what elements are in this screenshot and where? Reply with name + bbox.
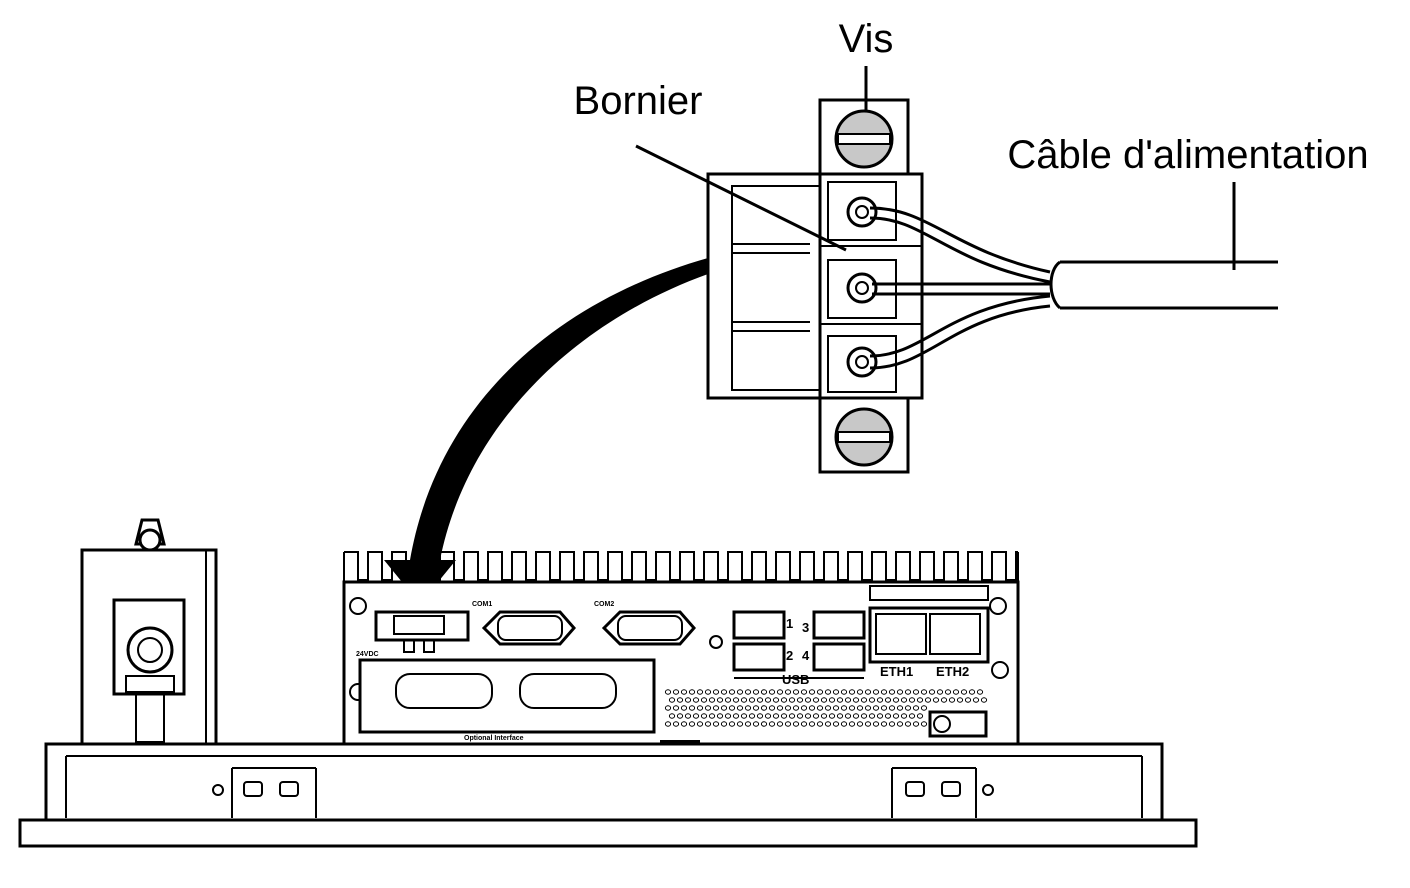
terminal-block (706, 98, 924, 474)
wire-terminals (846, 196, 878, 378)
com2-label: COM2 (594, 601, 614, 608)
com2-port: COM2 (594, 601, 696, 646)
com1-label: COM1 (472, 601, 492, 608)
power-input-label: 24VDC (356, 651, 379, 658)
vent-holes (664, 689, 988, 727)
screw-bottom (834, 407, 894, 467)
eth2-label: ETH2 (936, 664, 969, 679)
screw-top (834, 109, 894, 169)
leader-terminal-block (635, 144, 847, 252)
optional-interface-label: Optional Interface (464, 735, 524, 742)
label-screw: Vis (839, 17, 894, 61)
usb-ports: 1 2 3 4 USB (732, 610, 866, 687)
io-panel: 24VDC COM1 COM2 1 2 3 4 USB (342, 551, 1020, 746)
power-connector: 24VDC (356, 610, 470, 658)
usb-port-3: 3 (802, 620, 809, 635)
ground-terminal (928, 710, 988, 738)
com1-port: COM1 (472, 601, 576, 646)
device-bezel (18, 742, 1198, 848)
usb-port-4: 4 (802, 648, 810, 663)
power-cable (869, 206, 1278, 370)
usb-label: USB (782, 672, 809, 687)
label-power-cable: Câble d'alimentation (1007, 133, 1368, 177)
label-terminal-block: Bornier (574, 79, 703, 123)
usb-port-2: 2 (786, 648, 793, 663)
usb-port-1: 1 (786, 616, 793, 631)
ethernet-ports: ETH1 ETH2 (868, 606, 990, 679)
optional-interface-slot: Optional Interface (358, 658, 656, 742)
mounting-clamp (80, 518, 218, 746)
eth1-label: ETH1 (880, 664, 913, 679)
